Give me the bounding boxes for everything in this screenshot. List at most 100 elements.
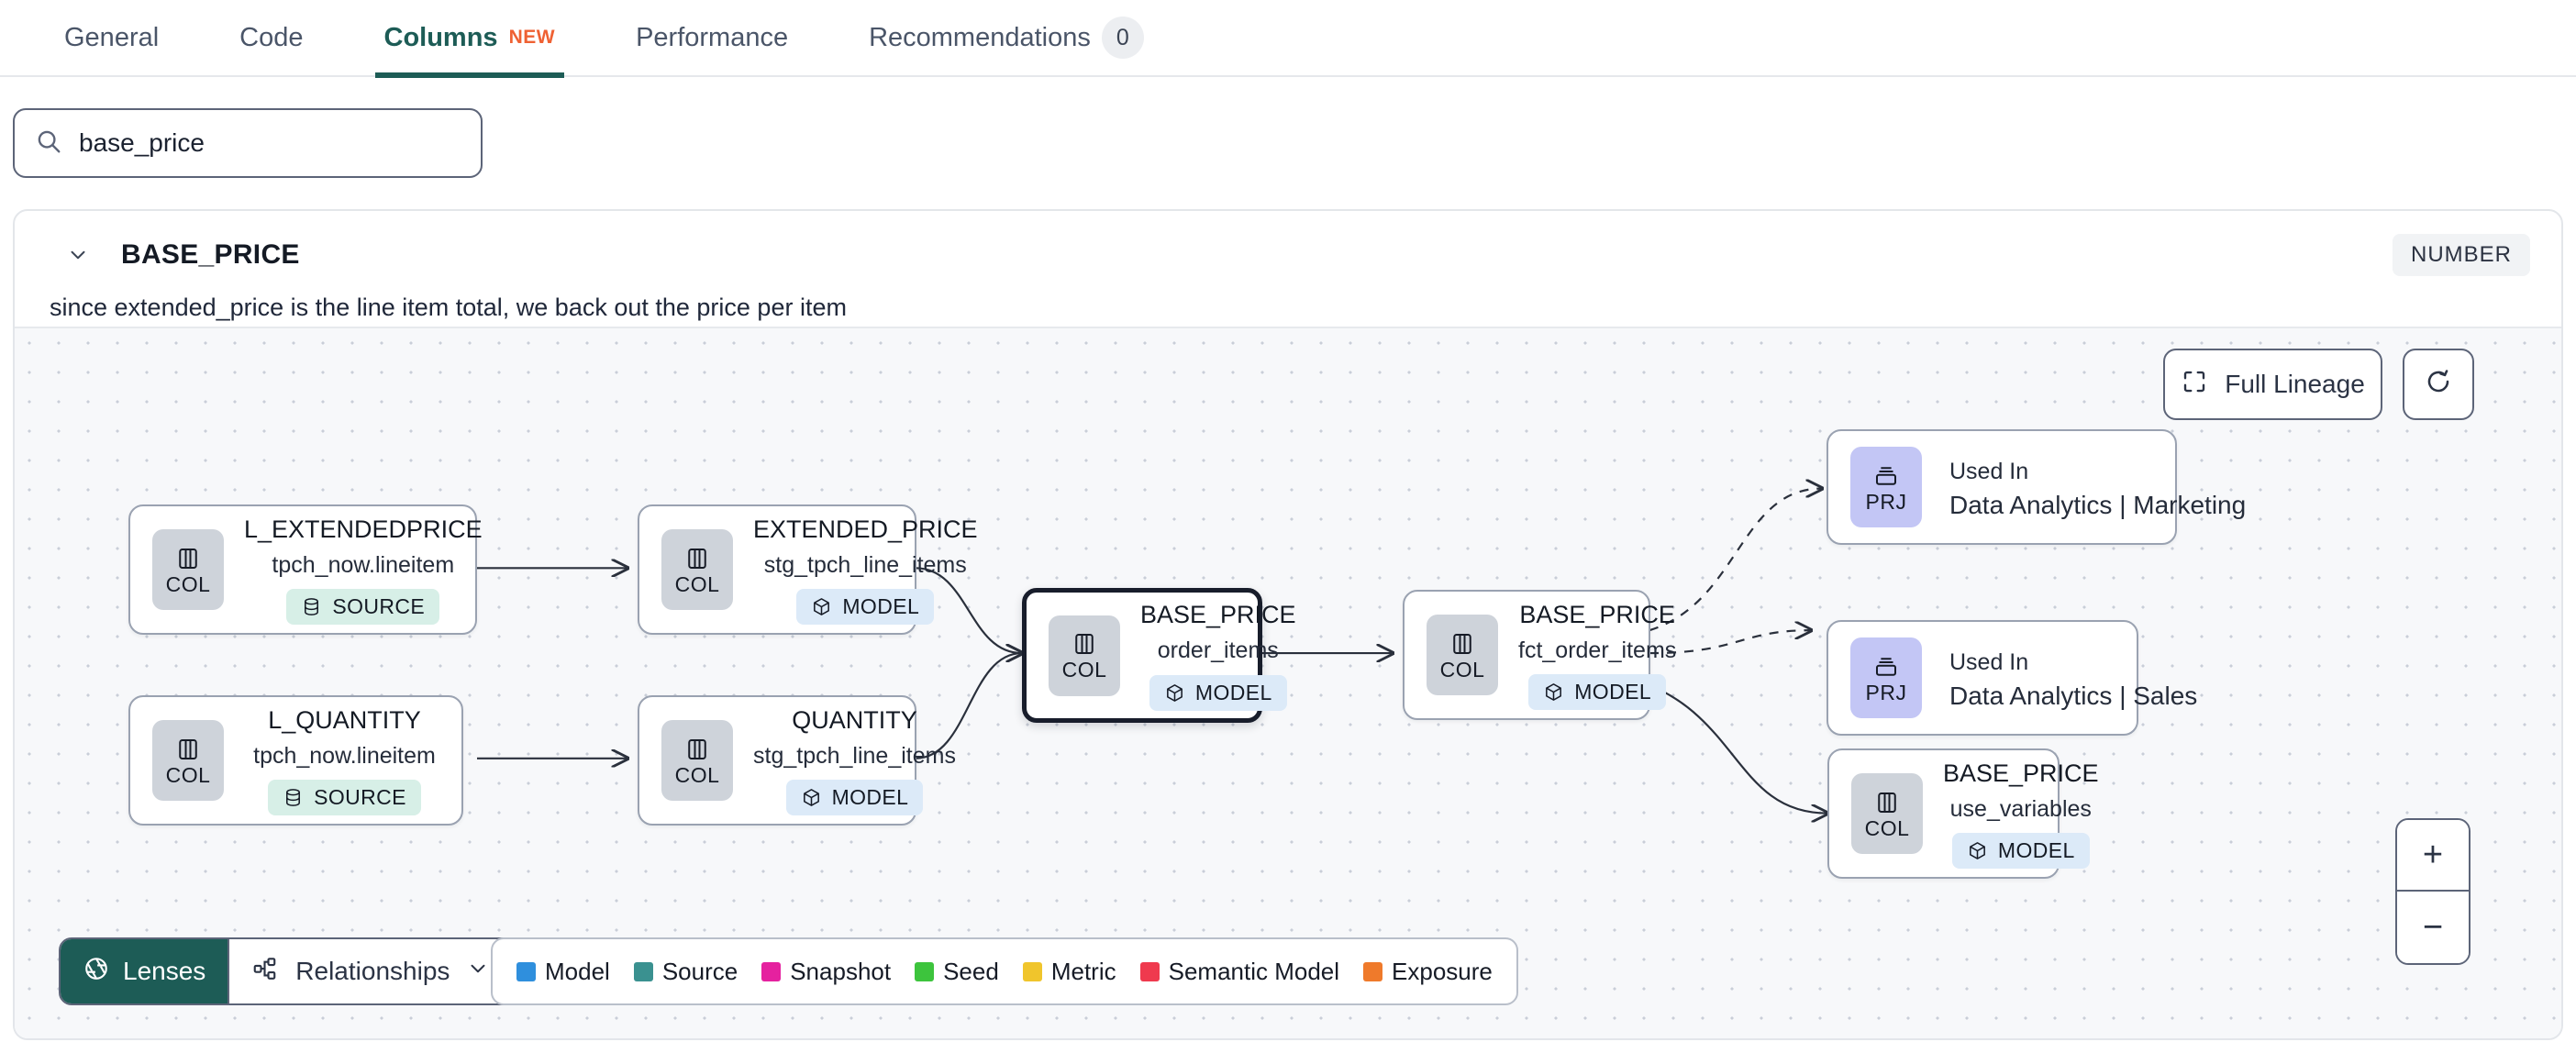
node-body: L_EXTENDEDPRICE tpch_now.lineitem SOURCE (228, 515, 499, 626)
lineage-node-base-price-use-variables[interactable]: COL BASE_PRICE use_variables MODEL (1827, 748, 2099, 879)
kind-label: PRJ (1865, 680, 1907, 704)
legend-swatch (1139, 961, 1160, 981)
zoom-controls[interactable]: + − (2395, 818, 2471, 965)
graph-legend: Model Source Snapshot Seed Metric Semant… (491, 937, 1518, 1005)
refresh-button[interactable] (2403, 349, 2474, 420)
column-card: BASE_PRICE NUMBER since extended_price i… (13, 209, 2563, 1040)
legend-label: Semantic Model (1168, 957, 1340, 985)
legend-item-seed: Seed (915, 958, 999, 986)
legend-label: Source (661, 957, 738, 985)
kind-label: COL (165, 571, 211, 596)
col-kind-chip: COL (1427, 615, 1498, 695)
tab-general[interactable]: General (55, 0, 168, 76)
legend-swatch (633, 961, 653, 981)
recommendations-count-badge: 0 (1101, 17, 1144, 59)
new-badge: NEW (508, 27, 556, 48)
lineage-node-base-price-fct-order-items[interactable]: COL BASE_PRICE fct_order_items MODEL (1403, 590, 1676, 720)
node-body: BASE_PRICE use_variables MODEL (1926, 759, 2115, 870)
lineage-node-project-marketing[interactable]: PRJ Used In Data Analytics | Marketing (1827, 429, 2246, 545)
legend-item-metric: Metric (1022, 957, 1116, 986)
full-lineage-label: Full Lineage (2225, 370, 2365, 398)
cube-icon (1546, 683, 1562, 702)
tag-label: MODEL (842, 594, 920, 619)
node-subtitle: use_variables (1949, 795, 2092, 822)
lineage-node-base-price-order-items[interactable]: COL BASE_PRICE order_items MODEL (1022, 588, 1296, 723)
prj-kind-chip: PRJ (1850, 637, 1922, 718)
kind-label: COL (1061, 658, 1107, 682)
lineage-node-project-sales[interactable]: PRJ Used In Data Analytics | Sales (1827, 620, 2197, 736)
legend-item-exposure: Exposure (1363, 958, 1493, 986)
full-lineage-button[interactable]: Full Lineage (2163, 349, 2382, 420)
legend-label: Snapshot (790, 957, 892, 985)
tab-label: General (64, 22, 160, 52)
search-box[interactable] (13, 108, 483, 178)
lineage-node-l-extendedprice[interactable]: COL L_EXTENDEDPRICE tpch_now.lineitem SO… (128, 504, 483, 635)
node-body: Used In Data Analytics | Marketing (1926, 452, 2262, 522)
node-title: BASE_PRICE (1519, 600, 1675, 628)
col-kind-chip: COL (152, 720, 224, 801)
node-title: BASE_PRICE (1943, 759, 2099, 787)
column-name: BASE_PRICE (121, 239, 300, 270)
node-body: Used In Data Analytics | Sales (1926, 643, 2214, 713)
project-icon (1876, 657, 1896, 676)
relationships-dropdown[interactable]: Relationships (228, 939, 513, 1003)
lenses-button[interactable]: Lenses (61, 939, 228, 1003)
node-title: Used In (1949, 459, 2029, 485)
chevron-down-icon (466, 957, 490, 987)
node-title: EXTENDED_PRICE (753, 515, 978, 543)
lineage-node-extended-price[interactable]: COL EXTENDED_PRICE stg_tpch_line_items M… (638, 504, 978, 635)
legend-item-model: Model (516, 958, 610, 986)
kind-label: COL (674, 762, 720, 787)
tag-label: SOURCE (314, 785, 406, 810)
zoom-in-button[interactable]: + (2397, 820, 2469, 892)
col-kind-chip: COL (1851, 773, 1923, 854)
col-kind-chip: COL (661, 529, 733, 610)
node-title: Used In (1949, 649, 2029, 676)
kind-label: COL (1864, 815, 1910, 840)
node-title: QUANTITY (792, 705, 917, 734)
tag-label: SOURCE (332, 594, 426, 619)
chevron-down-icon[interactable] (62, 239, 94, 271)
lenses-toolbar: Lenses Relationships (59, 937, 515, 1005)
column-icon (179, 738, 197, 759)
node-tag-model: MODEL (1528, 674, 1667, 711)
lenses-label: Lenses (123, 957, 206, 985)
legend-item-source: Source (633, 957, 738, 986)
node-body: L_QUANTITY tpch_now.lineitem SOURCE (228, 705, 461, 816)
zoom-out-button[interactable]: − (2397, 892, 2469, 963)
node-subtitle: fct_order_items (1518, 637, 1677, 663)
node-tag-source: SOURCE (286, 589, 440, 626)
legend-label: Exposure (1392, 957, 1493, 985)
expand-icon (2181, 368, 2208, 402)
node-subtitle: stg_tpch_line_items (753, 742, 956, 769)
lineage-canvas[interactable]: COL L_EXTENDEDPRICE tpch_now.lineitem SO… (15, 327, 2561, 1038)
node-tag-source: SOURCE (268, 780, 421, 816)
node-subtitle: tpch_now.lineitem (272, 551, 455, 578)
tab-recommendations[interactable]: Recommendations 0 (860, 0, 1153, 76)
search-input[interactable] (79, 128, 461, 158)
column-icon (1075, 634, 1094, 654)
column-header: BASE_PRICE NUMBER (15, 211, 2561, 299)
cube-icon (814, 598, 830, 616)
legend-label: Seed (943, 957, 999, 985)
tab-columns[interactable]: Columns NEW (374, 0, 565, 78)
search-icon (35, 127, 62, 160)
tab-code[interactable]: Code (230, 0, 312, 76)
legend-swatch (1022, 961, 1042, 981)
node-title: BASE_PRICE (1140, 601, 1296, 629)
lineage-node-l-quantity[interactable]: COL L_QUANTITY tpch_now.lineitem SOURCE (128, 695, 463, 826)
legend-swatch (1363, 961, 1383, 981)
tab-label: Performance (636, 22, 789, 52)
column-icon (688, 738, 706, 759)
column-icon (688, 548, 706, 569)
relationship-icon (251, 955, 279, 989)
node-title: L_EXTENDEDPRICE (244, 515, 483, 543)
lineage-node-quantity[interactable]: COL QUANTITY stg_tpch_line_items MODEL (638, 695, 956, 826)
tag-label: MODEL (1574, 680, 1652, 704)
col-kind-chip: COL (1049, 615, 1120, 696)
tab-label: Code (239, 22, 304, 52)
node-subtitle: tpch_now.lineitem (253, 742, 436, 769)
tab-performance[interactable]: Performance (627, 0, 797, 76)
tab-label: Recommendations (869, 22, 1091, 52)
legend-label: Metric (1050, 957, 1116, 985)
